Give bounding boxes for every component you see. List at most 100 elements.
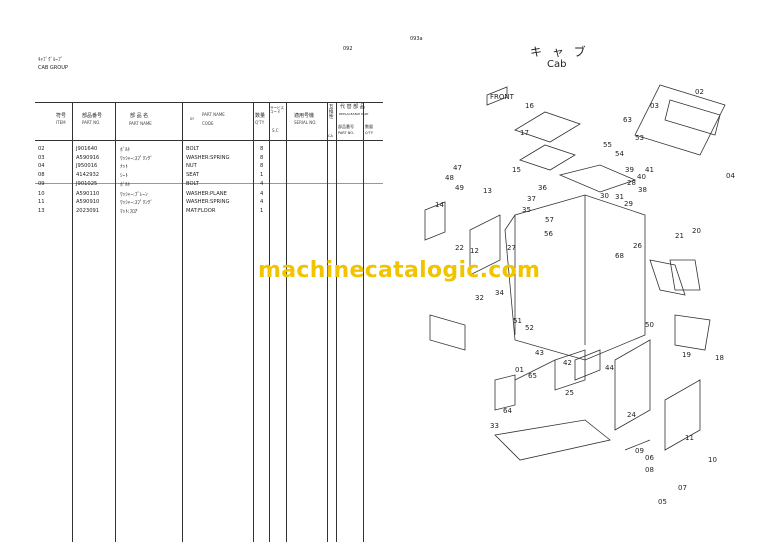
cell-part-no: J901025 [76, 180, 98, 187]
callout-36: 36 [538, 184, 547, 192]
cell-item: 13 [38, 207, 45, 214]
cell-name-jp: ﾅｯﾄ [120, 164, 128, 171]
cell-name-en: WASHER:SPRING [186, 154, 230, 161]
callout-63: 63 [623, 116, 632, 124]
callout-43: 43 [535, 349, 544, 357]
cell-name-en: NUT [186, 163, 197, 170]
cell-item: 10 [38, 190, 45, 197]
cell-item: 02 [38, 146, 45, 152]
cab-exploded-diagram: FRONT 1617151314122221201819505152434244… [424, 84, 735, 506]
callout-65: 65 [528, 372, 537, 380]
callout-21: 21 [675, 232, 684, 240]
callout-13: 13 [483, 187, 492, 195]
callout-30: 30 [600, 192, 609, 200]
cell-name-en: WASHER:PLANE [186, 190, 227, 197]
callout-24: 24 [627, 411, 636, 419]
hdr-item-jp: 符号 [56, 113, 67, 119]
callout-50: 50 [645, 321, 654, 329]
callout-53: 53 [635, 134, 644, 142]
hdr-repl-qty-en: Q'TY [365, 131, 373, 135]
callout-29: 29 [624, 200, 633, 208]
callout-10: 10 [708, 456, 717, 464]
hdr-name-jp: 部 品 名 [130, 113, 149, 119]
cell-item: 11 [38, 199, 45, 206]
callout-49: 49 [455, 184, 464, 192]
callout-33: 33 [490, 422, 499, 430]
cell-name-en: WASHER:SPRING [186, 199, 230, 206]
callout-39: 39 [625, 166, 634, 174]
callout-05: 05 [658, 498, 667, 506]
callout-35: 35 [522, 206, 531, 214]
hdr-serial-en: SERIAL NO. [294, 120, 317, 125]
cell-part-no: A590110 [76, 190, 100, 197]
cell-name-en: SEAT [186, 172, 199, 179]
cell-qty: 1 [260, 207, 264, 214]
hdr-repl-jp: 代 替 部 品 [340, 104, 365, 110]
front-arrow [486, 86, 508, 106]
hdr-ica-en: ICA [327, 134, 333, 138]
callout-34: 34 [495, 289, 504, 297]
callout-08: 08 [645, 466, 654, 474]
cell-part-no: A590916 [76, 154, 100, 161]
callout-14: 14 [435, 201, 444, 209]
cell-qty: 4 [260, 180, 264, 187]
cell-qty: 4 [260, 199, 264, 206]
callout-20: 20 [692, 227, 701, 235]
cell-part-no: A590910 [76, 199, 100, 206]
callout-11: 11 [685, 434, 694, 442]
callout-54: 54 [615, 150, 624, 158]
hdr-code: CODE [202, 121, 214, 126]
watermark: machinecatalogic.com [258, 258, 541, 283]
cell-name-jp: ﾜｯｼｬｰ:ﾌﾟﾚｰﾝ [120, 191, 148, 198]
hdr-or: or [190, 116, 195, 121]
callout-42: 42 [563, 359, 572, 367]
cell-part-no: J950016 [76, 163, 98, 170]
cell-item: 08 [38, 172, 45, 179]
cell-item: 09 [38, 180, 45, 187]
hdr-qty-en: Q'TY [255, 120, 265, 125]
callout-51: 51 [513, 317, 522, 325]
hdr-qty-jp: 数量 [255, 113, 266, 119]
group-title-en: CAB GROUP [38, 65, 68, 71]
callout-27: 27 [507, 244, 516, 252]
callout-19: 19 [682, 351, 691, 359]
callout-15: 15 [512, 166, 521, 174]
callout-38: 38 [638, 186, 647, 194]
cell-name-en: BOLT [186, 180, 199, 187]
title-jp: キ ャ ブ [530, 45, 589, 59]
callout-18: 18 [715, 354, 724, 362]
callout-31: 31 [615, 193, 624, 201]
cell-name-jp: ﾜｯｼｬｰ:ｽﾌﾟﾘﾝｸﾞ [120, 155, 153, 162]
hdr-item-en: ITEM [56, 120, 66, 125]
callout-04: 04 [726, 172, 735, 180]
hdr-partno-jp: 部品番号 [82, 113, 103, 119]
cell-part-no: 4142932 [76, 172, 100, 179]
callout-55: 55 [603, 141, 612, 149]
hdr-repl-en: REPLACEABLE PART [339, 112, 369, 116]
callout-17: 17 [520, 129, 529, 137]
title-en: Cab [547, 59, 567, 70]
cell-name-en: BOLT [186, 146, 199, 152]
hdr-name-en: PART NAME [129, 121, 152, 126]
callout-26: 26 [633, 242, 642, 250]
hdr-partno-en: PART NO. [82, 120, 101, 125]
cell-qty: 8 [260, 163, 264, 170]
callout-56: 56 [544, 230, 553, 238]
callout-40: 40 [637, 173, 646, 181]
cell-part-no: 2023091 [76, 207, 100, 214]
callout-28: 28 [627, 179, 636, 187]
callout-03: 03 [650, 102, 659, 110]
callout-68: 68 [615, 252, 624, 260]
cell-name-jp: ﾜｯｼｬｰ:ｽﾌﾟﾘﾝｸﾞ [120, 200, 153, 207]
callout-44: 44 [605, 364, 614, 372]
callout-06: 06 [645, 454, 654, 462]
hdr-repl-qty-jp: 数量 [365, 124, 373, 129]
cell-part-no: J901640 [76, 146, 98, 152]
callout-64: 64 [503, 407, 512, 415]
callout-07: 07 [678, 484, 687, 492]
callout-01: 01 [515, 366, 524, 374]
hdr-name2-en: PART NAME [202, 112, 225, 117]
callout-47: 47 [453, 164, 462, 172]
cell-name-jp: ｼｰﾄ [120, 173, 128, 180]
